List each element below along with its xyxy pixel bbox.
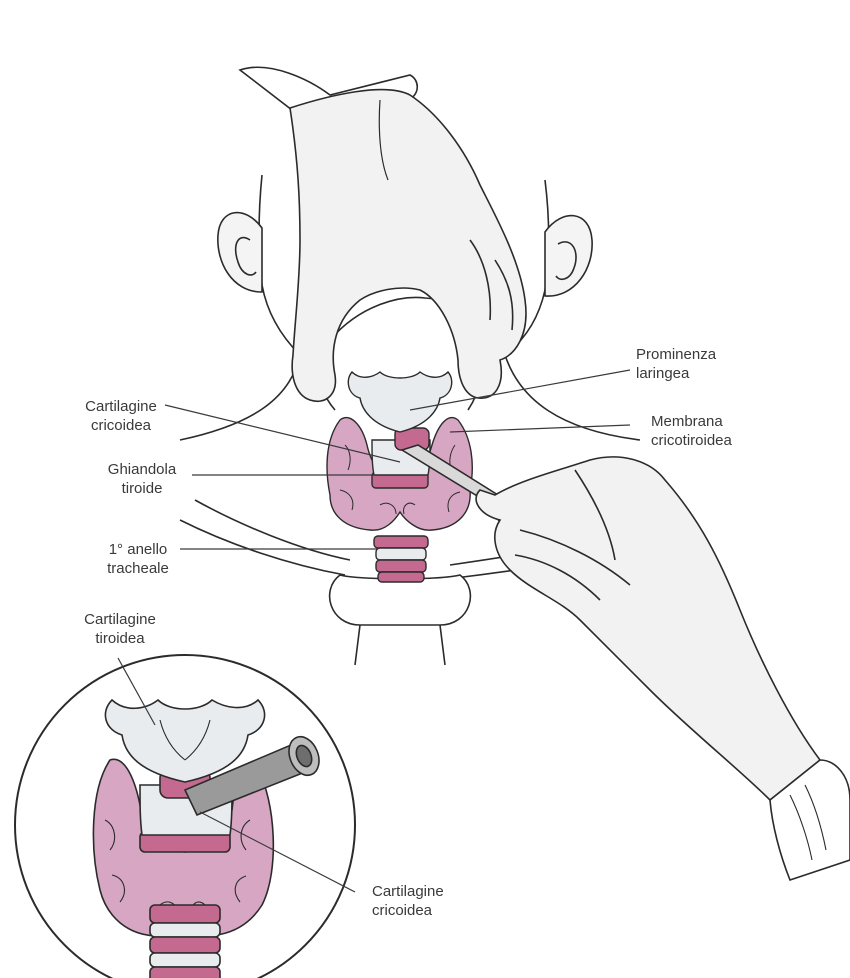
right-ear-icon — [545, 216, 592, 297]
label-cartilagine-tiroidea: Cartilagine tiroidea — [60, 610, 180, 648]
label-line: Membrana — [651, 412, 732, 431]
label-line: tiroidea — [60, 629, 180, 648]
label-ghiandola-tiroide: Ghiandola tiroide — [92, 460, 192, 498]
right-gloved-hand — [476, 457, 850, 880]
label-line: Prominenza — [636, 345, 716, 364]
label-line: laringea — [636, 364, 716, 383]
upper-gloved-hand — [240, 67, 526, 401]
label-membrana-cricotiroidea: Membrana cricotiroidea — [651, 412, 732, 450]
label-line: Cartilagine — [372, 882, 444, 901]
left-ear-icon — [218, 213, 262, 292]
label-line: tiroide — [92, 479, 192, 498]
label-prominenza-laringea: Prominenza laringea — [636, 345, 716, 383]
label-line: tracheale — [92, 559, 184, 578]
label-line: cricoidea — [372, 901, 444, 920]
label-cartilagine-cricoidea-main: Cartilagine cricoidea — [62, 397, 180, 435]
label-primo-anello-tracheale: 1° anello tracheale — [92, 540, 184, 578]
label-line: cricotiroidea — [651, 431, 732, 450]
label-line: 1° anello — [92, 540, 184, 559]
label-line: Cartilagine — [62, 397, 180, 416]
label-line: cricoidea — [62, 416, 180, 435]
label-line: Ghiandola — [92, 460, 192, 479]
label-cartilagine-cricoidea-inset: Cartilagine cricoidea — [372, 882, 444, 920]
label-line: Cartilagine — [60, 610, 180, 629]
